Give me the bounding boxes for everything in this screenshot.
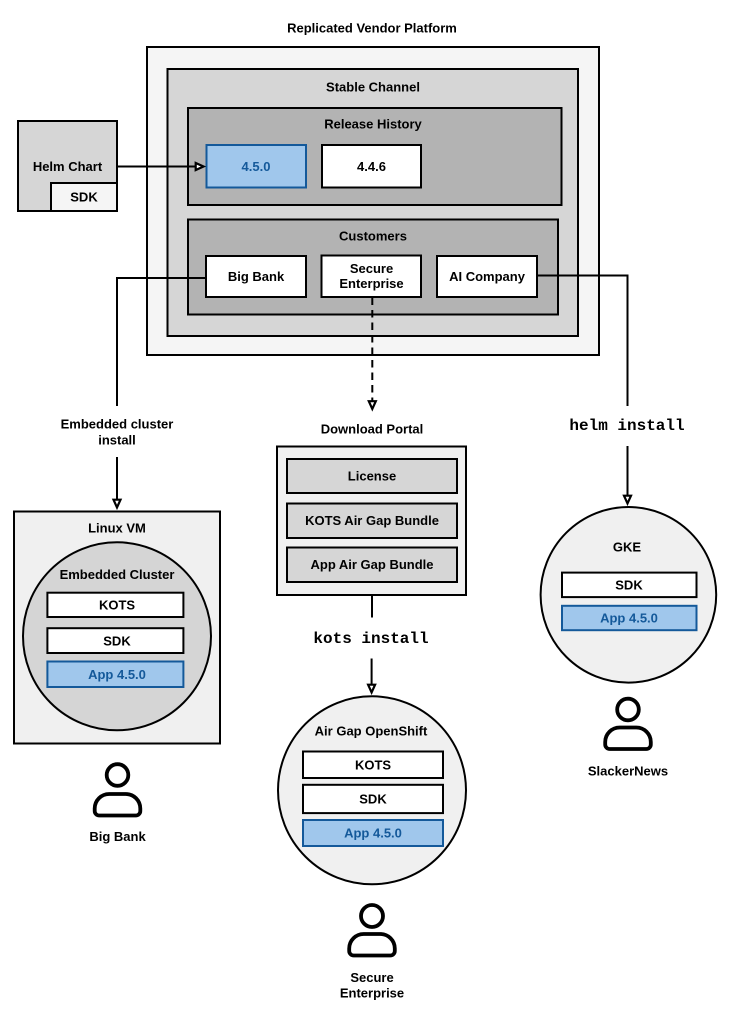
svg-text:Big Bank: Big Bank xyxy=(228,269,285,284)
svg-text:Secure: Secure xyxy=(350,261,393,276)
svg-text:4.5.0: 4.5.0 xyxy=(242,159,271,174)
svg-text:Linux VM: Linux VM xyxy=(88,521,146,536)
svg-text:SDK: SDK xyxy=(615,577,643,592)
svg-text:SDK: SDK xyxy=(103,634,131,649)
svg-text:App 4.5.0: App 4.5.0 xyxy=(88,667,146,682)
svg-text:SlackerNews: SlackerNews xyxy=(588,764,668,779)
svg-text:Enterprise: Enterprise xyxy=(339,276,403,291)
svg-text:Embedded Cluster: Embedded Cluster xyxy=(60,567,175,582)
svg-text:SDK: SDK xyxy=(70,190,98,205)
svg-text:helm install: helm install xyxy=(569,417,684,435)
svg-text:Air Gap OpenShift: Air Gap OpenShift xyxy=(315,724,428,739)
svg-text:Release History: Release History xyxy=(324,117,422,132)
svg-text:License: License xyxy=(348,469,396,484)
svg-text:Stable Channel: Stable Channel xyxy=(326,80,420,95)
svg-text:AI Company: AI Company xyxy=(449,269,526,284)
svg-text:KOTS: KOTS xyxy=(99,598,135,613)
svg-text:Embedded cluster: Embedded cluster xyxy=(61,417,174,432)
svg-text:App 4.5.0: App 4.5.0 xyxy=(600,611,658,626)
svg-text:Customers: Customers xyxy=(339,229,407,244)
svg-text:4.4.6: 4.4.6 xyxy=(357,159,386,174)
svg-text:Big Bank: Big Bank xyxy=(89,829,146,844)
svg-text:Secure: Secure xyxy=(350,970,393,985)
svg-text:kots install: kots install xyxy=(313,630,428,648)
svg-text:install: install xyxy=(98,432,136,447)
svg-text:App Air Gap Bundle: App Air Gap Bundle xyxy=(310,557,433,572)
svg-text:Download Portal: Download Portal xyxy=(321,422,424,437)
svg-text:KOTS Air Gap Bundle: KOTS Air Gap Bundle xyxy=(305,513,439,528)
svg-text:App 4.5.0: App 4.5.0 xyxy=(344,826,402,841)
svg-text:SDK: SDK xyxy=(359,792,387,807)
svg-text:Replicated Vendor Platform: Replicated Vendor Platform xyxy=(287,21,457,36)
svg-text:GKE: GKE xyxy=(613,540,642,555)
svg-text:KOTS: KOTS xyxy=(355,757,391,772)
svg-text:Enterprise: Enterprise xyxy=(340,985,404,1000)
svg-text:Helm Chart: Helm Chart xyxy=(33,159,103,174)
